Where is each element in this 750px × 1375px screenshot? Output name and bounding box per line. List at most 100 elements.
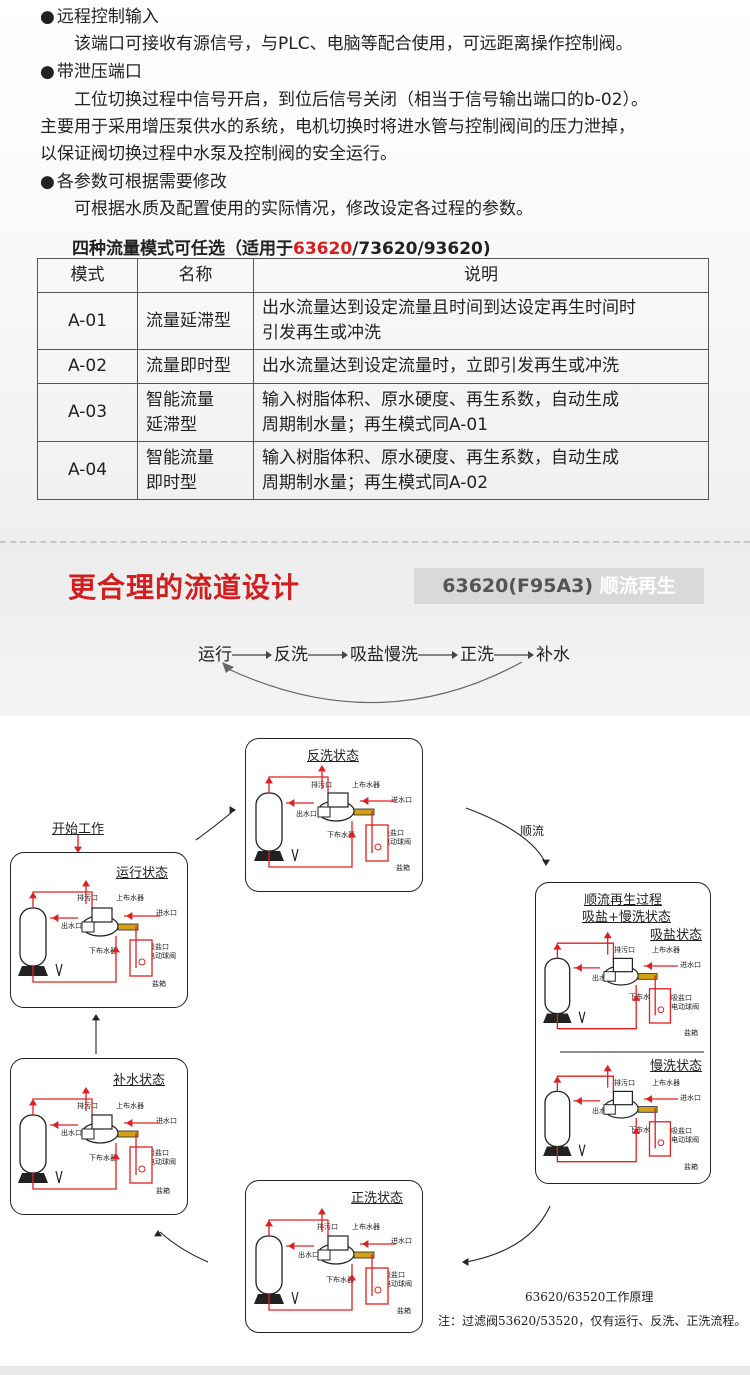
- flow-arrow-icon: [52, 1121, 59, 1129]
- part-label: 下布水器: [326, 1276, 354, 1284]
- pressure-port-text-2: 主要用于采用增压泵供水的系统，电机切换时将进水管与控制阀间的压力泄掉，: [40, 117, 635, 137]
- step-backwash: 反洗: [274, 645, 308, 665]
- flow-arrow-icon: [362, 797, 369, 805]
- part-label: 下布水器: [327, 831, 355, 839]
- flow-arrow-icon: [348, 1274, 356, 1281]
- row-desc-line1: 出水流量达到设定流量且时间到达设定再生时间时: [262, 298, 636, 318]
- cycle-arrow: [465, 1205, 551, 1263]
- row-name-line: 流量即时型: [146, 356, 231, 376]
- drain-vent-icon: [55, 1170, 63, 1184]
- part-label: 吸盐口: [671, 1127, 692, 1135]
- valve-head-icon: [91, 1114, 113, 1130]
- part-label: 吸盐口: [383, 829, 404, 837]
- model-mode: 顺流再生: [599, 575, 676, 597]
- flow-arrow-icon: [29, 892, 37, 899]
- valve-head-icon: [327, 792, 349, 808]
- remote-input-text: 该端口可接收有源信号，与PLC、电脑等配合使用，可远距离操作控制阀。: [74, 34, 633, 54]
- table-row: A-04 智能流量即时型 输入树脂体积、原水硬度、再生系数，自动生成周期制水量；…: [37, 441, 709, 500]
- part-label: 电动球阀: [383, 838, 411, 846]
- table-title-suffix: /73620/93620): [352, 239, 491, 259]
- row-name: 流量即时型: [137, 349, 254, 384]
- flow-arrow-icon: [362, 1240, 369, 1248]
- bullet-pressure-port-title: 带泄压端口: [40, 61, 142, 83]
- brine-state-label: 吸盐状态: [650, 928, 703, 943]
- part-label: 上布水器: [652, 1079, 680, 1087]
- part-label: 进水口: [391, 796, 412, 804]
- flow-arrow-icon: [318, 765, 326, 772]
- cycle-arrow: [159, 1231, 209, 1263]
- valve-port-icon: [603, 971, 616, 982]
- part-label: 排污口: [77, 1102, 98, 1110]
- part-label: 盐箱: [156, 1187, 170, 1195]
- part-label: 下布水器: [629, 1126, 657, 1134]
- row-desc-line2: 引发再生或冲洗: [262, 323, 381, 343]
- row-desc-line1: 出水流量达到设定流量时，立即引发再生或冲洗: [262, 356, 619, 376]
- part-label: 盐箱: [397, 1307, 411, 1315]
- row-mode: A-01: [37, 292, 138, 350]
- flow-pipe: [32, 936, 117, 983]
- cycle-arrow: [465, 807, 546, 863]
- resin-tank-icon: [19, 907, 47, 967]
- row-desc-line1: 输入树脂体积、原水硬度、再生系数，自动生成: [262, 389, 619, 410]
- bullet-params-title: 各参数可根据需要修改: [40, 171, 227, 193]
- valve-head-icon: [327, 1235, 349, 1251]
- row-desc: 输入树脂体积、原水硬度、再生系数，自动生成周期制水量；再生模式同A-01: [253, 383, 709, 442]
- row-name: 流量延滞型: [137, 292, 254, 350]
- part-label: 进水口: [156, 1117, 177, 1125]
- flow-arrow-icon: [92, 1014, 100, 1021]
- row-name-line1: 智能流量: [146, 389, 214, 410]
- forward-label: 顺流: [520, 824, 545, 838]
- regen-title-1: 顺流再生过程: [584, 893, 663, 908]
- table-title: 四种流量模式可任选（适用于63620/73620/93620): [72, 234, 491, 259]
- part-label: 下布水器: [89, 947, 117, 955]
- flow-arrow-icon: [82, 1087, 90, 1094]
- bottom-strip: [0, 1366, 750, 1375]
- row-name-line2: 即时型: [146, 472, 197, 493]
- motor-ball-valve-icon: [117, 923, 139, 931]
- row-mode: A-03: [37, 383, 138, 442]
- cycle-arrow: [195, 811, 233, 841]
- regen-title-2: 吸盐+慢洗状态: [582, 910, 671, 925]
- valve-head-icon: [612, 1090, 634, 1106]
- part-label: 下布水器: [629, 993, 657, 1001]
- salt-tank-icon: [365, 824, 389, 862]
- flow-arrow-icon: [603, 931, 612, 939]
- flow-arrow-icon: [288, 1242, 295, 1250]
- table-title-model: 63620: [293, 239, 353, 259]
- row-desc: 输入树脂体积、原水硬度、再生系数，自动生成周期制水量；再生模式同A-02: [253, 441, 709, 500]
- motor-ball-valve-icon: [353, 808, 375, 816]
- part-label: 排污口: [77, 894, 98, 902]
- flow-mode-table: 模式 名称 说明 A-01 流量延滞型 出水流量达到设定流量且时间到达设定再生时…: [37, 258, 709, 500]
- flow-arrow-icon: [575, 963, 582, 972]
- part-label: 进水口: [391, 1237, 412, 1245]
- flow-arrow-icon: [645, 962, 653, 970]
- float-valve-icon: [657, 1139, 665, 1147]
- model-badge: 63620(F95A3) 顺流再生: [414, 568, 704, 604]
- run-state-label: 运行状态: [116, 866, 169, 881]
- flow-arrow-icon: [632, 994, 641, 1001]
- part-label: 上布水器: [352, 1223, 380, 1231]
- part-label: 电动球阀: [148, 952, 176, 960]
- flow-arrow-icon: [553, 1076, 562, 1083]
- flow-pipe: [32, 1143, 117, 1190]
- flow-arrow-icon: [74, 846, 82, 853]
- flow-arrow-icon: [348, 831, 356, 838]
- table-title-prefix: 四种流量模式可任选（适用于: [72, 239, 293, 259]
- table-row: A-03 智能流量延滞型 输入树脂体积、原水硬度、再生系数，自动生成周期制水量；…: [37, 383, 709, 442]
- section-divider: [0, 541, 750, 543]
- flow-arrow-icon: [126, 1119, 133, 1127]
- flow-arrow-icon: [112, 946, 120, 953]
- resin-tank-icon: [255, 1235, 283, 1295]
- part-label: 吸盐口: [671, 994, 692, 1002]
- arrow-icon: [308, 645, 350, 665]
- flow-pipe: [268, 821, 353, 868]
- flow-arrow-icon: [288, 799, 295, 807]
- flow-arrow-icon: [126, 912, 133, 920]
- step-run: 运行: [198, 645, 232, 665]
- part-label: 进水口: [680, 1094, 701, 1102]
- part-label: 上布水器: [652, 946, 680, 954]
- flow-arrow-icon: [265, 1220, 273, 1227]
- float-valve-icon: [374, 1286, 382, 1294]
- drain-vent-icon: [291, 848, 299, 862]
- rinse-state-label: 正洗状态: [351, 1191, 404, 1206]
